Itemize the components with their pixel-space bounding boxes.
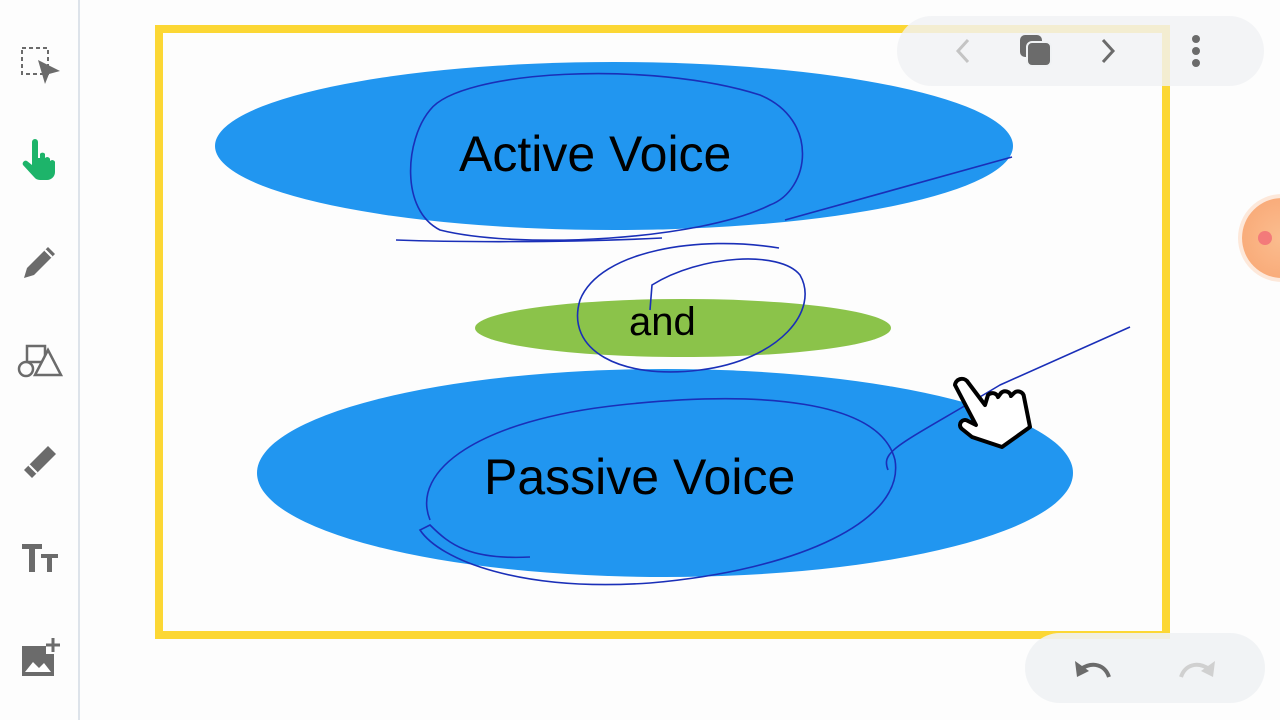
more-vert-icon (1192, 35, 1200, 67)
and-label[interactable]: and (629, 300, 696, 344)
passive-voice-label[interactable]: Passive Voice (484, 449, 796, 505)
more-options-button[interactable] (1176, 31, 1216, 71)
select-tool-button[interactable] (16, 42, 64, 90)
shapes-icon (17, 344, 63, 378)
slide-frame (155, 25, 1170, 639)
redo-icon (1179, 661, 1215, 678)
redo-button[interactable] (1175, 648, 1215, 688)
passive-voice-ellipse (257, 369, 1073, 577)
pen-tool-button[interactable] (16, 238, 64, 286)
add-image-tool-button[interactable] (16, 634, 64, 682)
eraser-icon (24, 446, 56, 478)
active-voice-label[interactable]: Active Voice (459, 126, 732, 182)
pencil-icon (24, 247, 55, 278)
hand-tool-button[interactable] (16, 136, 64, 184)
slides-overview-button[interactable] (1016, 31, 1056, 71)
slide-navigation-bar (897, 16, 1264, 86)
hand-pointer-icon (22, 139, 55, 180)
undo-icon (1075, 661, 1111, 678)
text-size-icon (22, 544, 58, 572)
toolbar-sidebar (0, 0, 80, 720)
active-voice-ellipse (215, 62, 1013, 230)
select-icon (21, 47, 60, 84)
eraser-tool-button[interactable] (16, 436, 64, 484)
copy-slides-icon (1020, 35, 1052, 67)
chevron-right-icon (1101, 38, 1116, 64)
hand-cursor-icon (953, 376, 1032, 449)
previous-slide-button[interactable] (943, 31, 983, 71)
undo-button[interactable] (1071, 648, 1111, 688)
and-ellipse (475, 299, 891, 357)
history-bar (1025, 633, 1265, 703)
record-dot-icon (1258, 231, 1272, 245)
shapes-tool-button[interactable] (16, 336, 64, 384)
next-slide-button[interactable] (1088, 31, 1128, 71)
chevron-left-icon (955, 38, 970, 64)
text-tool-button[interactable] (16, 534, 64, 582)
ink-strokes (395, 72, 1131, 586)
add-image-icon (22, 638, 60, 676)
